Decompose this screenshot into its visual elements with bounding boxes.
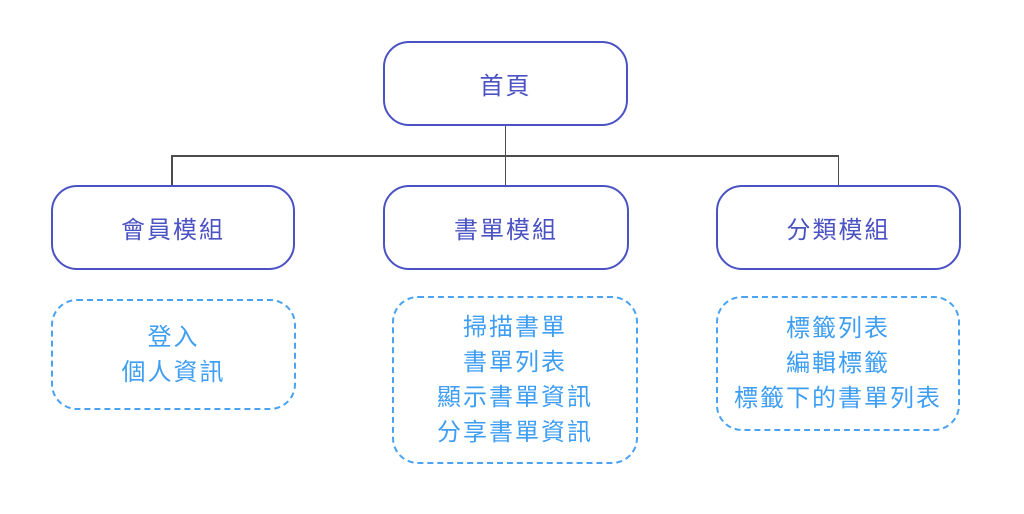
connector-horizontal xyxy=(172,155,839,157)
node-home-label: 首頁 xyxy=(479,73,532,100)
page-tag-list: 標籤列表 xyxy=(786,315,890,342)
node-member-module-label: 會員模組 xyxy=(121,217,225,244)
node-booklist-module-label: 書單模組 xyxy=(454,217,558,244)
page-share-booklist-info: 分享書單資訊 xyxy=(437,419,593,446)
node-category-module-label: 分類模組 xyxy=(786,217,891,244)
page-edit-tag: 編輯標籤 xyxy=(786,350,890,377)
node-member-module: 會員模組 xyxy=(51,185,295,270)
node-category-pages: 標籤列表 編輯標籤 標籤下的書單列表 xyxy=(716,296,960,431)
node-booklist-module: 書單模組 xyxy=(383,185,629,270)
node-home: 首頁 xyxy=(383,41,628,126)
node-booklist-pages: 掃描書單 書單列表 顯示書單資訊 分享書單資訊 xyxy=(392,296,638,464)
connector-member-vertical xyxy=(171,155,173,185)
page-scan-booklist: 掃描書單 xyxy=(463,314,567,341)
page-tag-booklist-list: 標籤下的書單列表 xyxy=(734,385,942,412)
page-login: 登入 xyxy=(147,323,200,351)
page-show-booklist-info: 顯示書單資訊 xyxy=(437,384,593,411)
connector-category-vertical xyxy=(837,155,840,185)
node-category-module: 分類模組 xyxy=(716,185,961,270)
page-booklist-list: 書單列表 xyxy=(463,349,567,376)
page-profile: 個人資訊 xyxy=(121,358,226,386)
node-member-pages: 登入 個人資訊 xyxy=(51,299,296,410)
